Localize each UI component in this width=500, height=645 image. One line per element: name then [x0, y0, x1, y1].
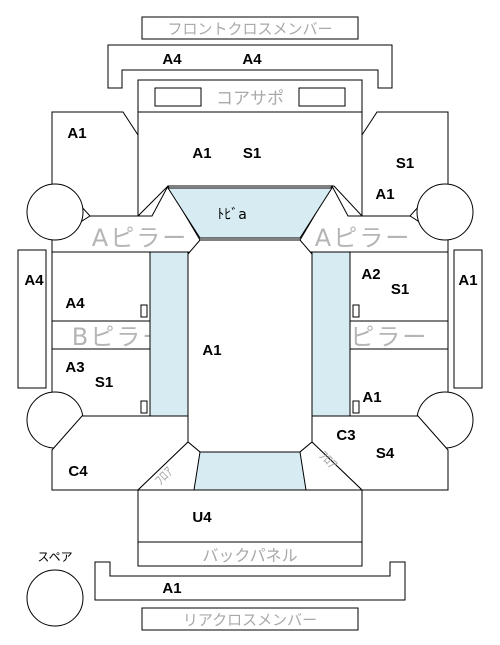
- grade-front-member-left: A4: [162, 51, 182, 68]
- grade-front-member-right: A4: [242, 51, 262, 68]
- headlight-right: [298, 87, 346, 107]
- grade-rear-member: A1: [162, 580, 181, 597]
- rear-window: [193, 451, 307, 491]
- grade-front-center-s: S1: [243, 145, 261, 162]
- back-panel: [137, 541, 363, 567]
- grade-left-quarter: C4: [68, 463, 88, 480]
- back-panel-label: バックパネル: [202, 546, 297, 565]
- grade-right-side-panel: A1: [458, 272, 477, 289]
- trunk: [137, 489, 363, 543]
- right-side-glass: [311, 251, 351, 417]
- grade-right-front-door-s: S1: [391, 281, 409, 298]
- left-rear-handle: [140, 400, 148, 414]
- left-front-handle: [140, 304, 148, 318]
- rear-cross-member-label: リアクロスメンバー: [183, 611, 317, 629]
- grade-left-front-door: A4: [65, 295, 85, 312]
- front-left-wheel: [26, 183, 84, 241]
- headlight-left: [154, 87, 202, 107]
- grade-front-center-a: A1: [192, 145, 211, 162]
- front-cross-member-label: フロントクロスメンバー: [167, 20, 332, 38]
- windshield: [167, 187, 333, 239]
- grade-cabin-center: A1: [202, 342, 221, 359]
- a-pillar-right-label: Aピラー: [315, 224, 411, 252]
- a-pillar-left-label: Aピラー: [92, 224, 188, 252]
- grade-right-rear-door-a: A1: [362, 389, 381, 406]
- toe-board-label: ﾄﾋﾞa: [217, 207, 247, 223]
- grade-right-quarter-c: C3: [336, 427, 355, 444]
- grade-trunk: U4: [192, 509, 212, 526]
- left-side-glass: [149, 251, 189, 417]
- right-side-panel: [453, 249, 483, 389]
- grade-left-side-panel: A4: [24, 272, 44, 289]
- front-cross-member-box: [141, 16, 359, 40]
- rear-cross-member-box: [141, 607, 359, 631]
- core-support-label: コアサポ: [216, 89, 284, 109]
- left-front-door: [51, 251, 151, 322]
- grade-front-right-s: S1: [396, 155, 414, 172]
- front-right-wheel: [416, 183, 474, 241]
- grade-front-left-outer: A1: [67, 125, 86, 142]
- front-cross-member: [107, 44, 393, 89]
- right-rear-handle: [352, 400, 360, 414]
- spare-tire: [26, 569, 84, 627]
- grade-front-right-a: A1: [375, 186, 394, 203]
- left-side-panel: [17, 249, 47, 389]
- rear-cross-member: [94, 561, 406, 601]
- spare-label: スペア: [37, 550, 72, 564]
- grade-right-front-door-a: A2: [361, 266, 380, 283]
- right-front-handle: [352, 304, 360, 318]
- grade-left-rear-door-a: A3: [65, 359, 84, 376]
- grade-right-quarter-s: S4: [376, 445, 395, 462]
- grade-left-rear-door-s: S1: [95, 374, 113, 391]
